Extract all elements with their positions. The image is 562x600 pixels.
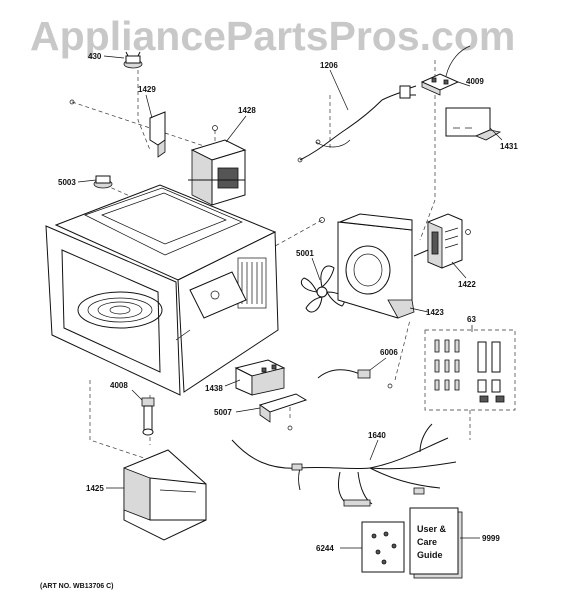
part-1429-bracket[interactable] bbox=[69, 99, 166, 158]
label-4009[interactable]: 4009 bbox=[466, 77, 484, 86]
label-63[interactable]: 63 bbox=[467, 315, 476, 324]
label-1423[interactable]: 1423 bbox=[426, 308, 444, 317]
screw-set-left bbox=[434, 339, 460, 391]
oven-cavity-chassis[interactable] bbox=[45, 184, 279, 396]
label-4008[interactable]: 4008 bbox=[110, 381, 128, 390]
manual-line-1: User & bbox=[417, 524, 447, 534]
manual-line-3: Guide bbox=[417, 550, 443, 560]
label-1428[interactable]: 1428 bbox=[238, 106, 256, 115]
part-1206-power-cord[interactable] bbox=[297, 85, 417, 163]
label-5003[interactable]: 5003 bbox=[58, 178, 76, 187]
part-1640-wire-harness[interactable] bbox=[231, 423, 457, 507]
label-1425[interactable]: 1425 bbox=[86, 484, 104, 493]
label-5001[interactable]: 5001 bbox=[296, 249, 314, 258]
part-number-labels: 430 1429 1428 1206 4009 1431 5003 5001 1… bbox=[58, 52, 518, 553]
label-6006[interactable]: 6006 bbox=[380, 348, 398, 357]
part-4008-lamp-socket[interactable] bbox=[141, 397, 155, 436]
manual-line-2: Care bbox=[417, 537, 437, 547]
switch-set-right bbox=[477, 341, 505, 403]
part-6244-screw-packet[interactable] bbox=[361, 521, 405, 573]
part-430-thermal-cutout[interactable] bbox=[123, 51, 143, 69]
part-1431-cover[interactable] bbox=[445, 107, 502, 141]
label-430[interactable]: 430 bbox=[88, 52, 102, 61]
label-5007[interactable]: 5007 bbox=[214, 408, 232, 417]
part-4009-noise-filter[interactable] bbox=[420, 45, 471, 96]
label-6244[interactable]: 6244 bbox=[316, 544, 334, 553]
part-1423-fan-bracket[interactable] bbox=[319, 213, 415, 319]
part-9999-owners-manual[interactable]: User & Care Guide bbox=[409, 507, 463, 579]
label-1429[interactable]: 1429 bbox=[138, 85, 156, 94]
part-1438-capacitor[interactable] bbox=[234, 359, 286, 396]
label-1431[interactable]: 1431 bbox=[500, 142, 518, 151]
label-1640[interactable]: 1640 bbox=[368, 431, 386, 440]
part-5007-bracket[interactable] bbox=[258, 393, 308, 431]
part-1422-magnetron[interactable] bbox=[413, 213, 471, 269]
label-1206[interactable]: 1206 bbox=[320, 61, 338, 70]
leader-lines bbox=[77, 55, 503, 549]
watermark-text: AppliancePartsPros.com bbox=[30, 13, 515, 59]
label-9999[interactable]: 9999 bbox=[482, 534, 500, 543]
part-5003-thermal-cutout[interactable] bbox=[93, 175, 113, 189]
part-63-hardware-kit[interactable] bbox=[424, 329, 516, 411]
part-6006-sensor[interactable] bbox=[317, 369, 393, 389]
part-1425-air-duct[interactable] bbox=[123, 449, 207, 541]
label-1438[interactable]: 1438 bbox=[205, 384, 223, 393]
part-1428-transformer[interactable] bbox=[188, 125, 247, 206]
art-number: (ART NO. WB13706 C) bbox=[40, 583, 114, 590]
label-1422[interactable]: 1422 bbox=[458, 280, 476, 289]
